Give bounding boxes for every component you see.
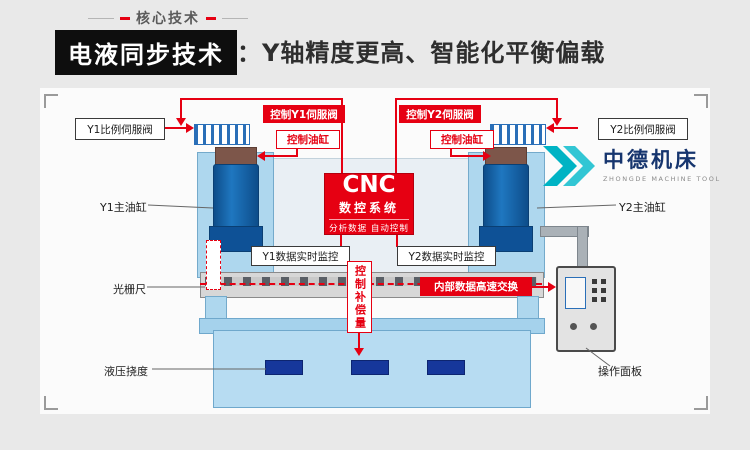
left-drop-arrow	[176, 118, 186, 126]
label-ctrl-y1-valve: 控制Y1伺服阀	[263, 105, 345, 123]
core-tech-tag: 核心技术	[88, 8, 248, 28]
label-ctrl-cylinder-right: 控制油缸	[430, 130, 494, 149]
tag-tick-left	[120, 16, 130, 20]
right-rail-line	[395, 98, 558, 100]
exchange-line	[532, 286, 550, 288]
logo-subtitle: ZHONGDE MACHINE TOOL	[603, 174, 721, 183]
oil-right-drop	[450, 147, 452, 157]
panel-knob	[570, 323, 577, 330]
cnc-desc: 分析数据 自动控制	[329, 219, 409, 234]
y2-valve-pointer-arrow	[546, 123, 554, 133]
compensation-drop-line	[358, 331, 360, 349]
tag-line-left	[88, 17, 114, 19]
label-operation-panel: 操作面板	[598, 365, 642, 378]
label-compensation: 控制补偿量	[347, 261, 372, 333]
left-rail-line	[180, 98, 343, 100]
panel-screen	[565, 277, 586, 309]
y1-main-cylinder-graphic	[213, 164, 259, 230]
label-ctrl-cylinder-left: 控制油缸	[276, 130, 340, 149]
panel-button	[592, 279, 597, 284]
compensation-arrow	[354, 348, 364, 356]
logo-chevrons-icon	[543, 146, 595, 186]
label-y1-monitor: Y1数据实时监控	[251, 246, 350, 266]
panel-button	[601, 288, 606, 293]
y2-valve-pointer-line	[552, 127, 578, 129]
oil-left-elbow	[264, 155, 298, 157]
cnc-right-up-line	[395, 98, 397, 175]
panel-knob	[590, 323, 597, 330]
panel-button	[601, 279, 606, 284]
oil-left-arrow	[257, 151, 265, 161]
cnc-down-left-line	[340, 235, 342, 247]
crop-mark-top-left	[44, 94, 58, 108]
cnc-title: CNC	[342, 172, 396, 198]
oil-right-arrow	[483, 151, 491, 161]
panel-arm-vertical	[577, 226, 588, 270]
label-y1-main-cylinder: Y1主油缸	[100, 201, 147, 214]
cnc-left-up-line	[341, 98, 343, 175]
cnc-down-right-line	[396, 235, 398, 247]
label-y2-main-cylinder: Y2主油缸	[619, 201, 666, 214]
crop-mark-bottom-right	[694, 396, 708, 410]
crop-mark-bottom-left	[44, 396, 58, 410]
operation-panel-graphic	[556, 266, 616, 352]
tag-line-right	[222, 17, 248, 19]
brand-logo: 中德机床 ZHONGDE MACHINE TOOL	[543, 144, 721, 188]
title-row: 电液同步技术 ：Y轴精度更高、智能化平衡偏载	[55, 30, 605, 75]
logo-name: 中德机床	[603, 148, 699, 173]
panel-arm-horizontal	[540, 226, 589, 237]
die-right	[427, 360, 465, 375]
die-left	[265, 360, 303, 375]
panel-button	[592, 297, 597, 302]
oil-left-drop	[296, 147, 298, 157]
oil-right-elbow	[450, 155, 484, 157]
cnc-subtitle: 数控系统	[338, 201, 399, 215]
tag-tick-right	[206, 16, 216, 20]
label-data-exchange: 内部数据高速交换	[420, 277, 532, 296]
y1-valve-pointer-arrow	[186, 123, 194, 133]
y1-proportional-valve-graphic	[194, 124, 250, 145]
exchange-arrow	[548, 282, 556, 292]
y2-proportional-valve-graphic	[490, 124, 546, 145]
panel-button	[592, 288, 597, 293]
tag-text: 核心技术	[136, 11, 200, 27]
y1-valve-pointer-line	[162, 127, 188, 129]
label-y2-prop-valve: Y2比例伺服阀	[598, 118, 688, 140]
page-title-rest: ：Y轴精度更高、智能化平衡偏载	[237, 38, 606, 67]
page-title-highlight: 电液同步技术	[55, 30, 237, 75]
label-grating-ruler: 光栅尺	[113, 283, 146, 296]
label-hydraulic-deflection: 液压挠度	[104, 365, 148, 378]
cnc-system-box: CNC 数控系统 分析数据 自动控制	[324, 173, 414, 235]
right-drop-arrow	[552, 118, 562, 126]
logo-text-block: 中德机床 ZHONGDE MACHINE TOOL	[603, 148, 721, 183]
y2-main-cylinder-graphic	[483, 164, 529, 230]
left-drop-line	[180, 98, 182, 120]
right-drop-line	[556, 98, 558, 120]
crop-mark-top-right	[694, 94, 708, 108]
grating-ruler-graphic	[206, 240, 221, 290]
label-y1-prop-valve: Y1比例伺服阀	[75, 118, 165, 140]
label-y2-monitor: Y2数据实时监控	[397, 246, 496, 266]
die-center	[351, 360, 389, 375]
panel-button	[601, 297, 606, 302]
label-ctrl-y2-valve: 控制Y2伺服阀	[399, 105, 481, 123]
